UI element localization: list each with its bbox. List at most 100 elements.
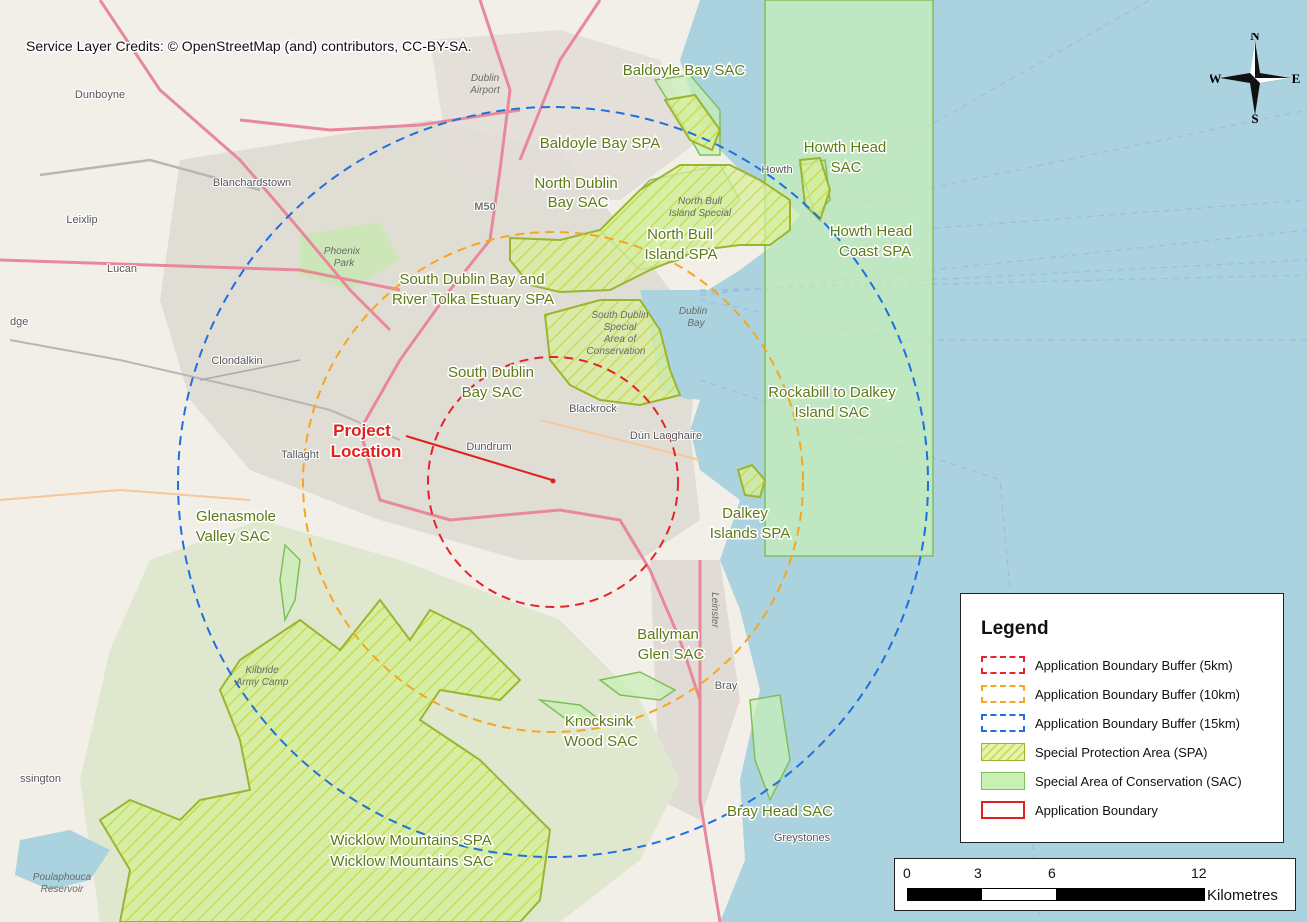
urban-area <box>160 120 700 560</box>
glenasmole-sac-area <box>279 543 301 623</box>
legend-item-buffer-10km: Application Boundary Buffer (10km) <box>981 684 1240 704</box>
site-label-dalkey-spa: Islands SPA <box>710 525 791 542</box>
scale-tick: 12 <box>1191 865 1207 881</box>
site-label-knocksink-sac: Knocksink <box>565 713 634 730</box>
site-label-wicklow-mts: Wicklow Mountains SAC <box>330 853 494 870</box>
site-label-howth-sac: SAC <box>831 159 862 176</box>
place-label: Lucan <box>107 263 137 275</box>
place-label: South Dublin <box>591 310 649 321</box>
place-label: Leixlip <box>66 214 97 226</box>
site-label-bray-head-sac: Bray Head SAC <box>727 803 833 820</box>
service-layer-credits: Service Layer Credits: © OpenStreetMap (… <box>26 38 472 54</box>
scale-bar: 0 3 6 12 Kilometres <box>894 858 1296 911</box>
place-label: Reservoir <box>41 884 84 895</box>
place-label: dge <box>10 316 28 328</box>
place-label: Island Special <box>669 208 732 219</box>
site-label-ballyman-sac: Glen SAC <box>638 646 705 663</box>
site-label-north-bull-spa: Island SPA <box>644 246 717 263</box>
knocksink-sac-area <box>537 698 603 723</box>
compass-south: S <box>1251 111 1258 123</box>
legend-item-buffer-15km: Application Boundary Buffer (15km) <box>981 713 1240 733</box>
site-label-howth-sac: Howth Head <box>804 139 887 156</box>
buffer-5km <box>427 356 679 608</box>
legend-label: Special Area of Conservation (SAC) <box>1035 773 1242 789</box>
site-label-dalkey-spa: Dalkey <box>722 505 768 522</box>
site-label-south-dublin-sac: South Dublin <box>448 364 534 381</box>
map-legend: Legend Application Boundary Buffer (5km)… <box>960 593 1284 843</box>
legend-item-sac: Special Area of Conservation (SAC) <box>981 771 1242 791</box>
legend-swatch-sac <box>981 772 1025 790</box>
ballyman-sac-area <box>598 671 677 701</box>
site-label-rockabill-sac: Island SAC <box>794 404 869 421</box>
site-label-baldoyle-spa: Baldoyle Bay SPA <box>540 135 661 152</box>
scale-bar-track <box>907 888 1205 901</box>
place-label: Howth <box>761 164 792 176</box>
site-label-south-dublin-sac: Bay SAC <box>462 384 523 401</box>
legend-item-buffer-5km: Application Boundary Buffer (5km) <box>981 655 1233 675</box>
scale-tick: 0 <box>903 865 911 881</box>
site-label-baldoyle-sac: Baldoyle Bay SAC <box>623 62 746 79</box>
place-label: Special <box>604 322 638 333</box>
site-label-rockabill-sac: Rockabill to Dalkey <box>768 384 896 401</box>
scale-tick: 3 <box>974 865 982 881</box>
site-label-howth-coast-spa: Howth Head <box>830 223 913 240</box>
compass-west: W <box>1210 71 1222 86</box>
place-label: Clondalkin <box>211 355 262 367</box>
place-label: ssington <box>20 773 61 785</box>
place-label: Army Camp <box>235 677 289 688</box>
buffers <box>177 106 929 858</box>
north-bull-spa-area <box>509 164 791 294</box>
bray-head-sac-area <box>749 694 791 802</box>
legend-label: Special Protection Area (SPA) <box>1035 744 1208 760</box>
place-label: Conservation <box>587 346 646 357</box>
legend-title: Legend <box>981 618 1049 639</box>
legend-swatch-buffer-5km <box>981 656 1025 674</box>
place-label: Dunboyne <box>75 89 125 101</box>
place-label: M50 <box>474 201 495 213</box>
site-label-glenasmole-sac: Valley SAC <box>196 528 271 545</box>
south-dublin-spa-area <box>543 299 682 407</box>
spa-areas <box>98 93 832 922</box>
legend-swatch-buffer-10km <box>981 685 1025 703</box>
site-label-knocksink-sac: Wood SAC <box>564 733 638 750</box>
project-location-label: Project <box>333 421 391 440</box>
place-label: Dundrum <box>466 441 511 453</box>
legend-swatch-boundary <box>981 801 1025 819</box>
legend-item-spa: Special Protection Area (SPA) <box>981 742 1207 762</box>
place-label: Leinster <box>709 592 720 628</box>
place-label: North Bull <box>678 196 723 207</box>
buffer-10km <box>302 231 804 733</box>
urban-area-north <box>430 30 700 200</box>
site-label-south-dublin-spa: River Tolka Estuary SPA <box>392 291 554 308</box>
site-label-wicklow-mts: Wicklow Mountains SPA <box>330 832 491 849</box>
wicklow-spa-area <box>98 598 552 922</box>
scale-unit: Kilometres <box>1207 887 1278 904</box>
place-label: Park <box>334 258 356 269</box>
site-label-north-dublin-sac: Bay SAC <box>548 194 609 211</box>
howth-spa-area <box>798 156 832 222</box>
legend-label: Application Boundary <box>1035 802 1158 818</box>
poulaphouca-reservoir <box>15 830 110 890</box>
dalkey-spa-area <box>736 463 767 499</box>
place-label: Kilbride <box>245 665 279 676</box>
compass-rose-icon: N S W E <box>1209 28 1301 126</box>
place-label: Phoenix <box>324 246 361 257</box>
place-label: Dublin <box>471 73 500 84</box>
rockabill-sac-area <box>764 0 934 557</box>
place-label: Area of <box>603 334 637 345</box>
site-label-howth-coast-spa: Coast SPA <box>839 243 911 260</box>
place-label: Poulaphouca <box>33 872 92 883</box>
legend-swatch-spa <box>981 743 1025 761</box>
baldoyle-spa-area <box>663 93 722 152</box>
site-label-north-dublin-sac: North Dublin <box>534 175 617 192</box>
site-label-glenasmole-sac: Glenasmole <box>196 508 276 525</box>
place-label: Blanchardstown <box>213 177 291 189</box>
project-location-arrow <box>405 435 556 484</box>
buffer-15km <box>177 106 929 858</box>
legend-item-boundary: Application Boundary <box>981 800 1158 820</box>
place-label: Dublin <box>679 306 708 317</box>
legend-label: Application Boundary Buffer (10km) <box>1035 686 1240 702</box>
place-label: Tallaght <box>281 449 319 461</box>
place-label: Bray <box>715 680 738 692</box>
compass-north: N <box>1250 33 1260 43</box>
